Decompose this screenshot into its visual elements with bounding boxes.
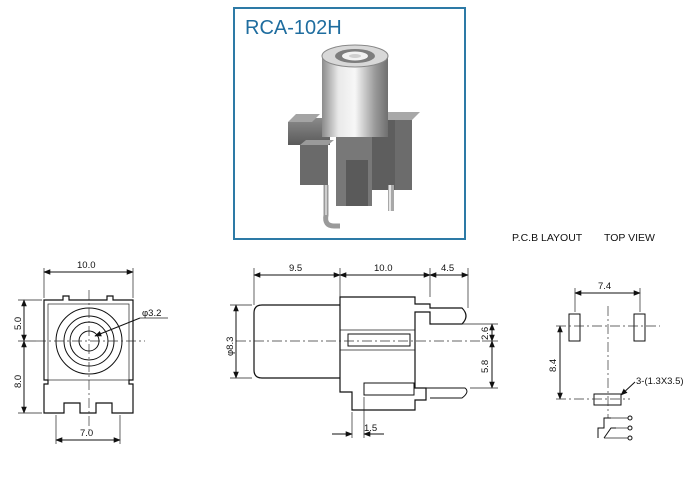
product-photo-panel: RCA-102H <box>233 7 466 240</box>
front-hole-dim: φ3.2 <box>142 308 161 319</box>
front-bottom-dim: 7.0 <box>80 428 93 439</box>
top-view-label: TOP VIEW <box>604 232 655 244</box>
front-view: 10.0 φ3.2 5.0 8.0 7.0 <box>13 260 168 444</box>
pcb-height-dim: 8.4 <box>548 359 559 372</box>
side-dim-d: 2.6 <box>480 327 491 340</box>
pcb-slot-right <box>633 313 646 342</box>
jack-symbol <box>597 415 633 441</box>
front-width-dim: 10.0 <box>77 260 96 271</box>
side-dim-e: 5.8 <box>480 360 491 373</box>
connector-photo <box>288 44 420 229</box>
pcb-slot-bottom <box>593 393 622 406</box>
side-dim-b: 10.0 <box>374 263 393 274</box>
pcb-width-dim: 7.4 <box>598 281 611 292</box>
side-dim-a: 9.5 <box>289 263 302 274</box>
product-title: RCA-102H <box>245 17 342 39</box>
side-diameter-dim: φ8.3 <box>225 337 236 356</box>
side-view: 9.5 10.0 4.5 φ8.3 2.6 5.8 1.5 <box>225 263 498 438</box>
front-top-dim: 5.0 <box>13 317 24 330</box>
pcb-slot-left <box>568 313 581 342</box>
pcb-hole-note: 3-(1.3X3.5) <box>636 376 684 387</box>
pcb-layout-label: P.C.B LAYOUT <box>512 232 583 244</box>
front-lower-dim: 8.0 <box>13 375 24 388</box>
pcb-layout: 7.4 8.4 3-(1.3X3.5) <box>548 281 684 441</box>
side-dim-c: 4.5 <box>441 263 454 274</box>
side-dim-f: 1.5 <box>364 423 377 434</box>
